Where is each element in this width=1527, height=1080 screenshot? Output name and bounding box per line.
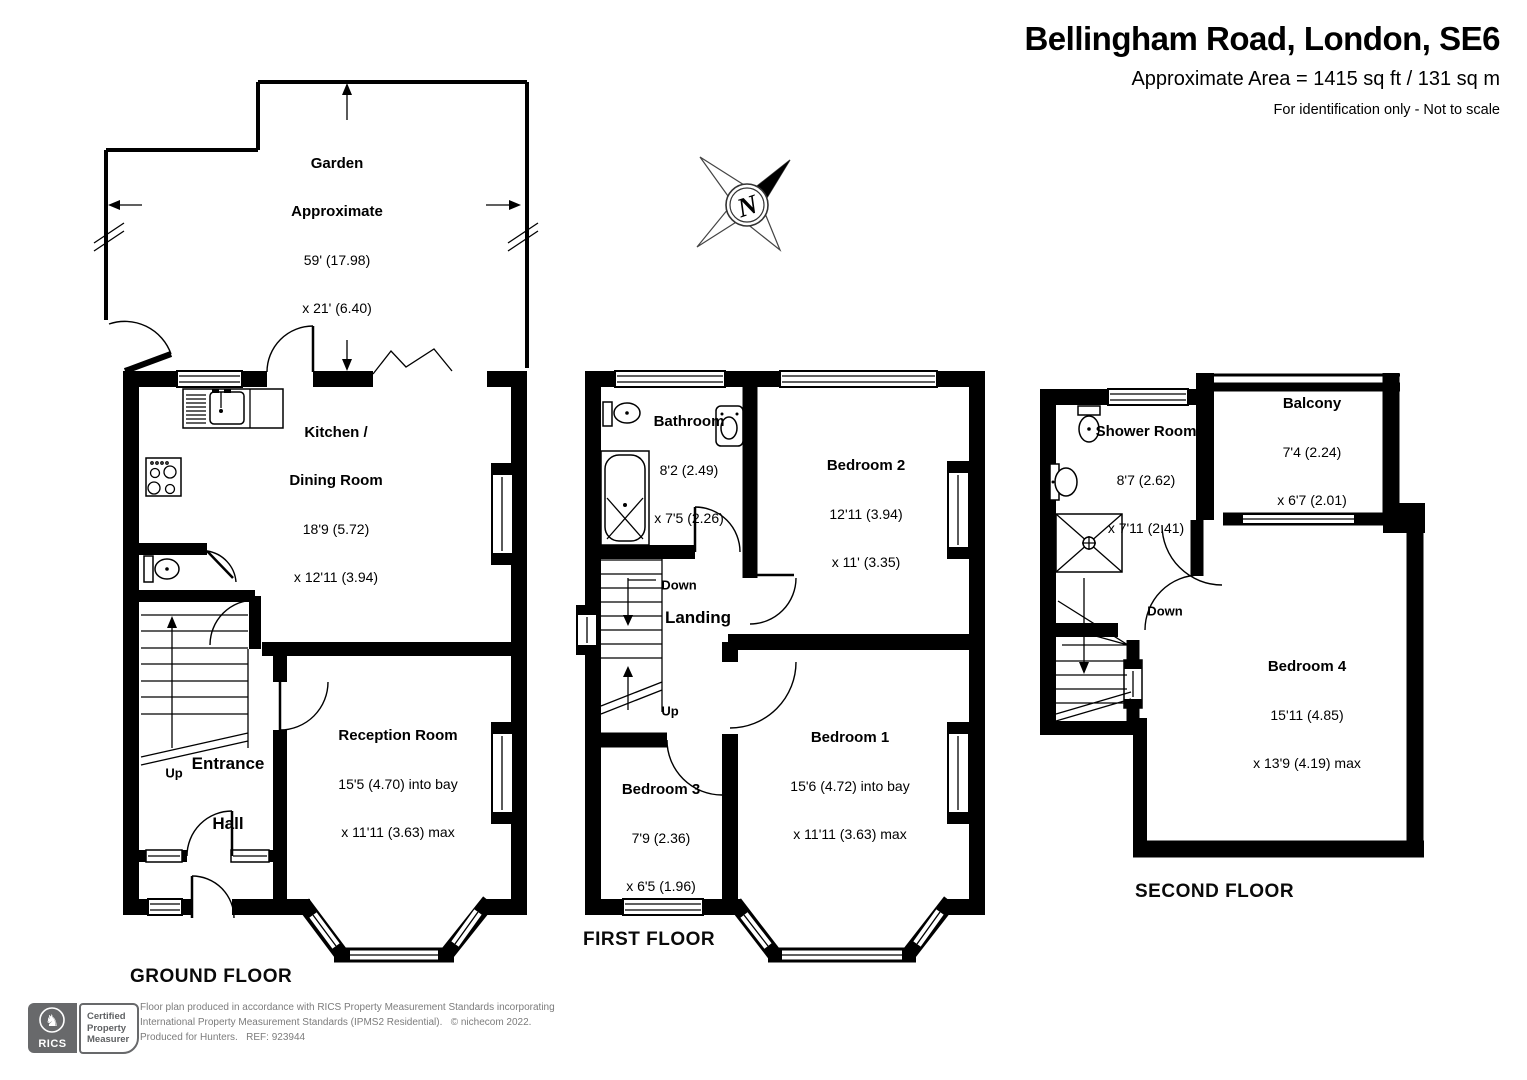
rics-crest-icon: ♞ [39,1007,65,1033]
bedroom1-side-window [947,722,970,824]
room-label-kitchen: Kitchen / Dining Room 18'9 (5.72) x 12'1… [289,424,383,586]
footer-text-line2: International Property Measurement Stand… [140,1017,532,1028]
room-label-bedroom4: Bedroom 4 15'11 (4.85) x 13'9 (4.19) max [1253,658,1361,772]
kitchen-hob [145,457,182,497]
ground-bay-window [297,896,495,963]
shower-toilet [1077,405,1101,443]
second-staircase [1055,578,1132,722]
bathroom-toilet [602,401,641,427]
room-label-bathroom: Bathroom 8'2 (2.49) x 7'5 (2.26) [653,413,725,527]
badge-line: Measurer [87,1034,130,1045]
room-label-balcony: Balcony 7'4 (2.24) x 6'7 (2.01) [1277,395,1347,509]
second-windows [1107,388,1189,709]
reception-side-window [491,722,514,824]
garden-wall-break-marks [93,222,539,252]
ground-exterior-walls [123,371,527,915]
footer-text-line3: Produced for Hunters. REF: 923944 [140,1032,306,1043]
bedroom4-exterior-walls [1133,373,1424,858]
floor-title-ground: GROUND FLOOR [130,966,293,987]
room-label-reception: Reception Room 15'5 (4.70) into bay x 11… [338,727,458,841]
room-label-bedroom2: Bedroom 2 12'11 (3.94) x 11' (3.35) [826,457,906,571]
ground-floor-plan [93,80,539,963]
room-label-garden: Garden Approximate 59' (17.98) x 21' (6.… [291,155,383,317]
ground-interior-walls [262,642,511,907]
first-door-leaves [693,507,794,577]
first-interior-walls-a [601,371,758,748]
ground-door-leaves [190,326,315,918]
room-label-bedroom3: Bedroom 3 7'9 (2.36) x 6'5 (1.96) [621,781,701,895]
open-wall-zigzag [372,348,453,375]
landing-side-window [576,605,598,655]
rics-brand-text: RICS [38,1038,67,1050]
kitchen-sink [182,388,284,429]
stairs-down-label-second: Down [1147,603,1183,619]
room-label-landing: Landing [664,608,732,627]
room-label-shower-room: Shower Room 8'7 (2.62) x 7'11 (2.41) [1095,423,1197,537]
stairs-up-label-ground: Up [165,765,183,781]
shower-basin [1049,463,1078,501]
down-arrow [623,615,633,626]
ground-windows [145,370,514,916]
stairs-down-label-first: Down [661,577,697,593]
first-windows [576,370,970,916]
ground-staircase [140,614,249,766]
stair-recess-window [1123,659,1143,709]
second-floor-plan [1040,373,1425,858]
badge-line: Certified [87,1011,126,1022]
footer-text-line1: Floor plan produced in accordance with R… [140,1002,555,1013]
shower-tray [1055,513,1123,573]
first-staircase [600,556,663,715]
disclaimer: For identification only - Not to scale [1273,102,1500,118]
room-label-bedroom1: Bedroom 1 15'6 (4.72) into bay x 11'11 (… [790,729,910,843]
bathroom-basin [715,405,744,447]
floor-title-first: FIRST FLOOR [583,929,716,950]
garden-dimension-arrows [108,83,521,371]
down-arrow [1079,662,1089,674]
compass-rose: N [696,156,791,252]
garden-gate-arc [108,320,172,355]
up-arrow [623,666,633,677]
page-title: Bellingham Road, London, SE6 [1024,20,1500,57]
first-door-arcs [666,506,797,796]
ground-door-arcs [186,325,329,919]
first-interior-walls-b [722,634,969,907]
garden-boundary [93,80,539,374]
kitchen-side-window [491,463,514,565]
badge-line: Property [87,1022,127,1034]
stairs-up-label-first: Up [661,703,679,719]
second-door-arcs [1144,524,1223,631]
floor-title-second: SECOND FLOOR [1135,881,1295,902]
approximate-area: Approximate Area = 1415 sq ft / 131 sq m [1131,68,1500,90]
svg-text:♞: ♞ [45,1011,59,1030]
certified-property-measurer-badge: Certified Property Measurer [79,1003,139,1054]
bedroom2-side-window [947,461,970,559]
first-bay-window [729,896,956,963]
wc-toilet [143,555,180,583]
up-arrow [167,616,177,628]
bathroom-bath [600,450,650,546]
garden-gate-leaf [123,351,173,374]
room-label-entrance-hall: Entrance Hall [191,754,265,833]
rics-logo: ♞ RICS [28,1003,77,1053]
first-floor-plan [576,370,985,963]
